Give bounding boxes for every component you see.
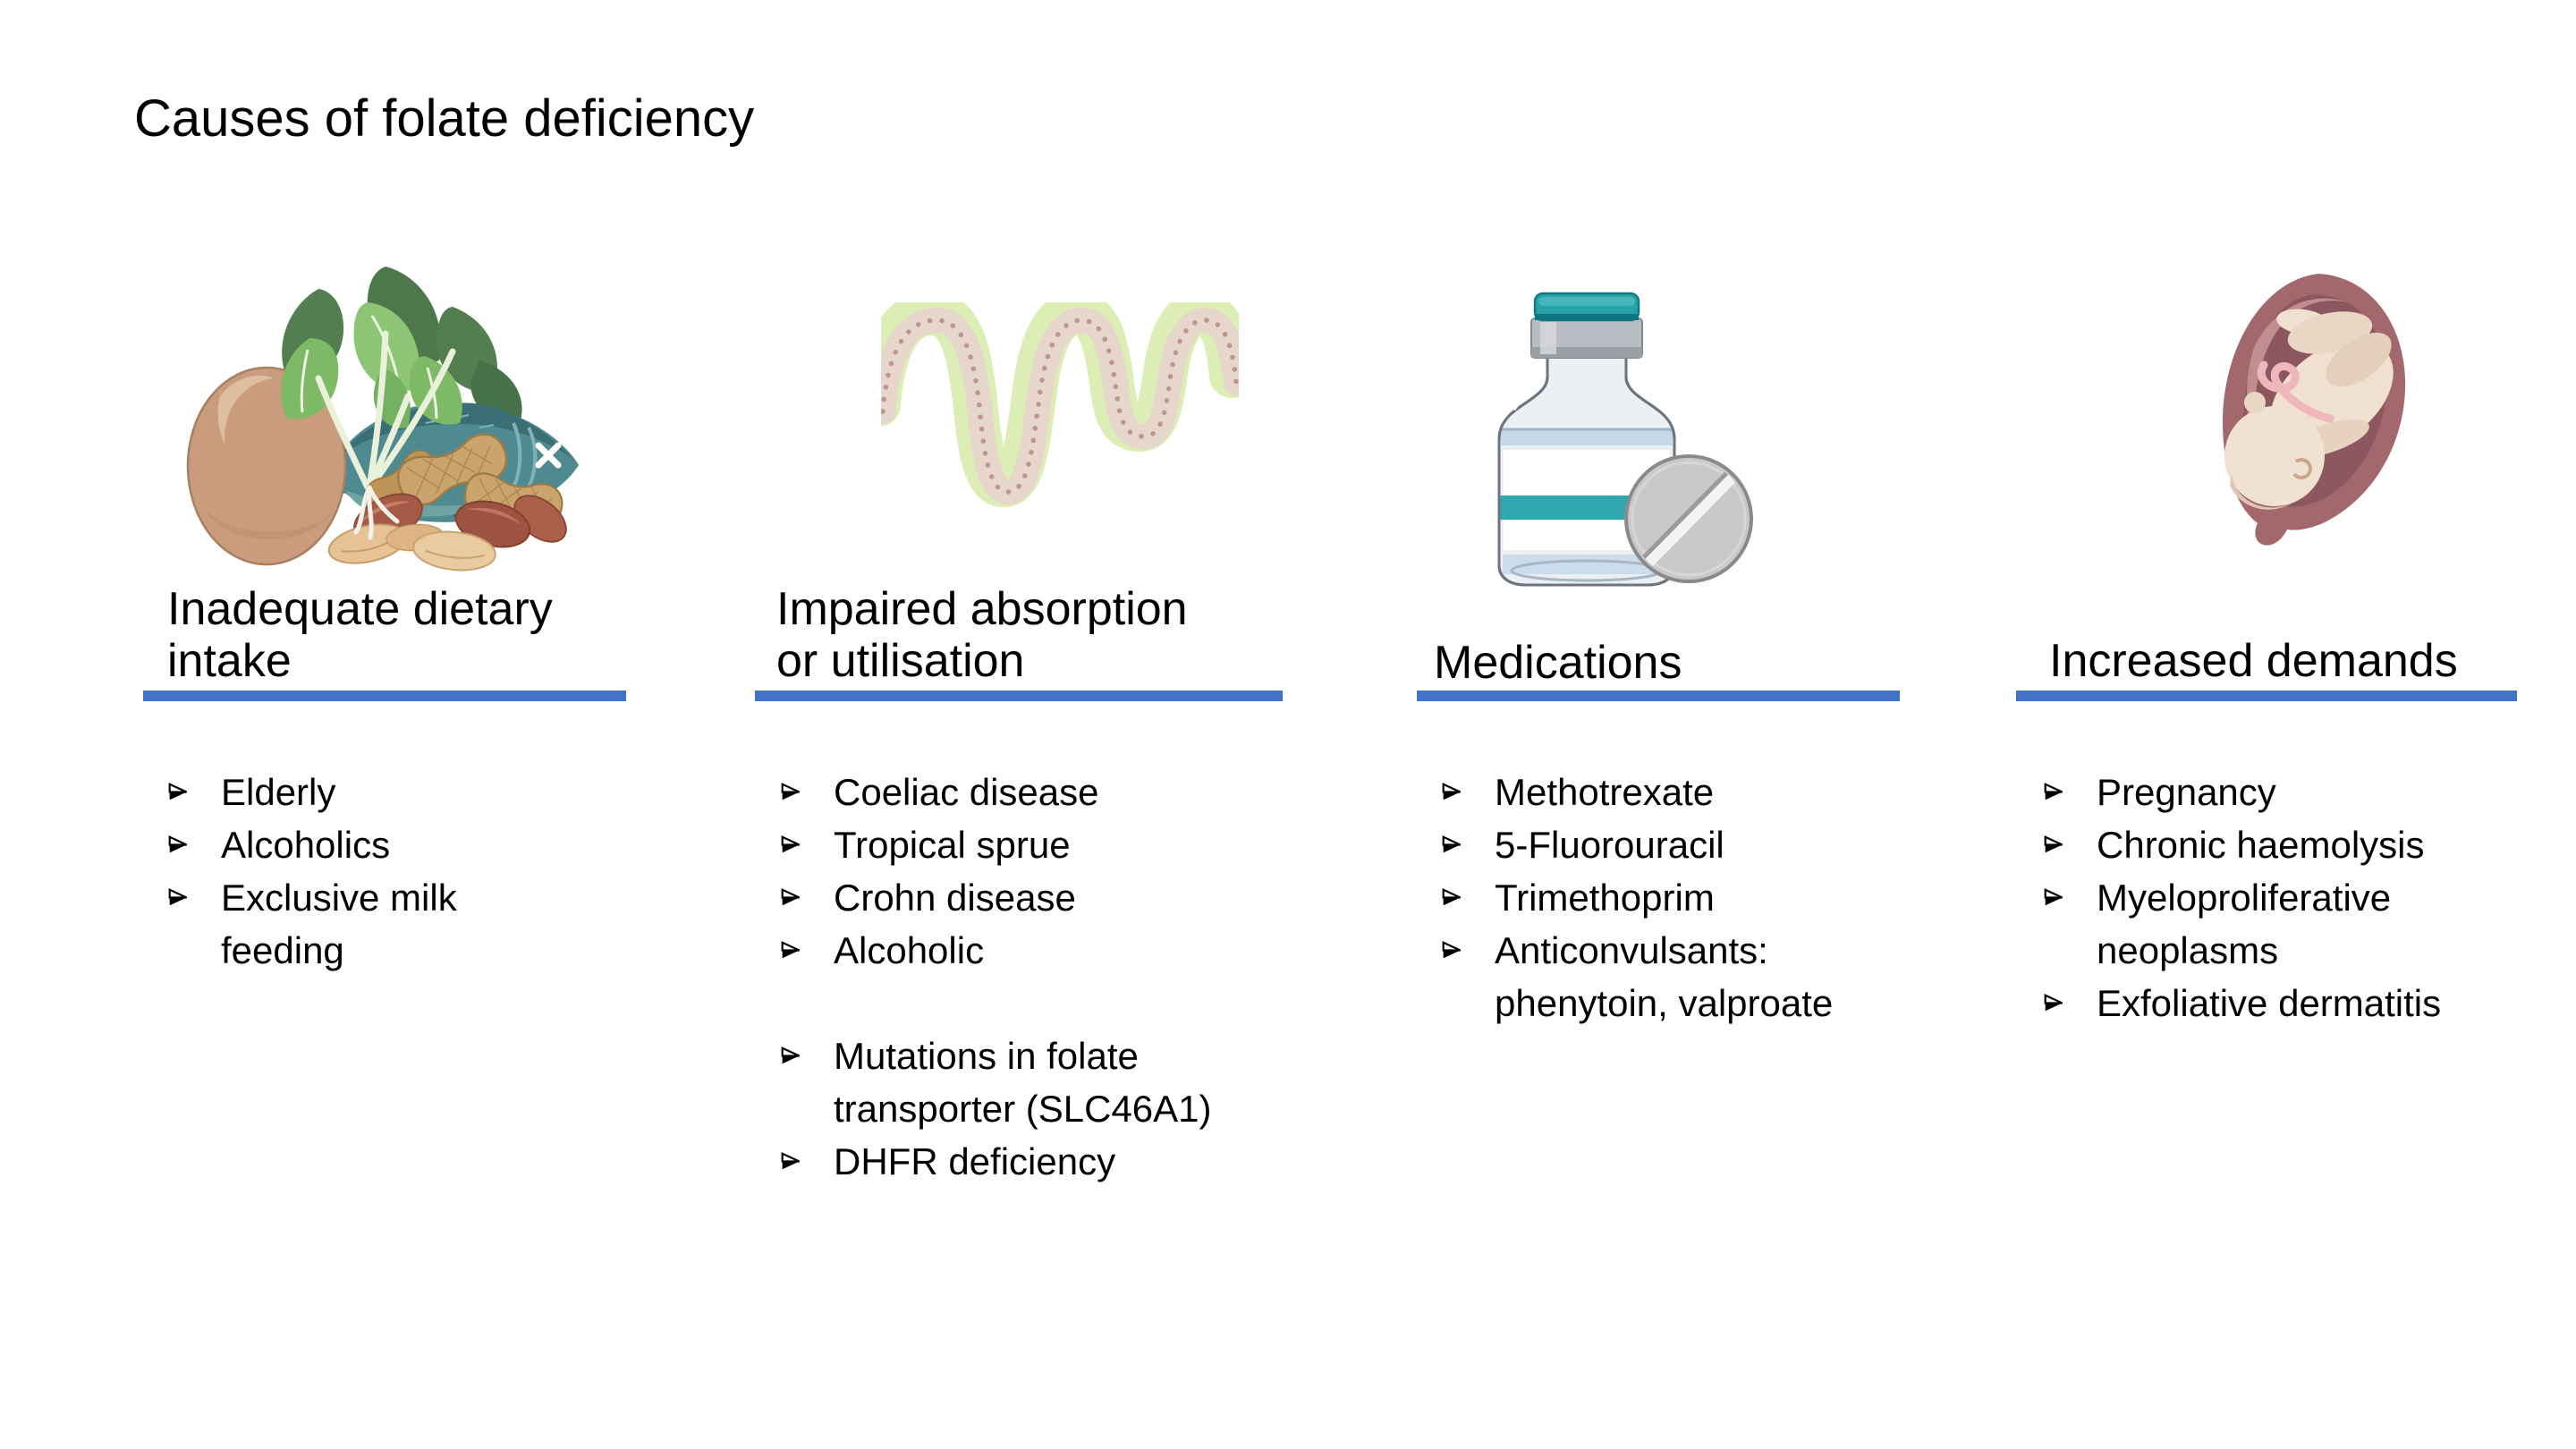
list-item: Mutations in folate transporter (SLC46A1… bbox=[780, 1030, 1245, 1135]
arrow-bullet-icon bbox=[780, 766, 834, 804]
list-item: Myeloproliferative neoplasms bbox=[2043, 871, 2517, 977]
list-item: Tropical sprue bbox=[780, 818, 1245, 871]
list-item-text: Trimethoprim bbox=[1495, 877, 1715, 919]
list-item-text: DHFR deficiency bbox=[834, 1140, 1116, 1182]
arrow-bullet-icon bbox=[1441, 871, 1495, 910]
arrow-bullet-icon bbox=[167, 871, 221, 910]
medication-vial-and-pill-icon bbox=[1497, 292, 1753, 587]
list-item-text: Elderly bbox=[221, 771, 336, 813]
list-item-text: Chronic haemolysis bbox=[2097, 824, 2425, 866]
list-item-text: Methotrexate bbox=[1495, 771, 1715, 813]
list-item-text: Exfoliative dermatitis bbox=[2097, 982, 2442, 1024]
arrow-bullet-icon bbox=[2043, 766, 2097, 804]
arrow-bullet-icon bbox=[1441, 924, 1495, 962]
column-medications: Medications Methotrexate 5-Fluorouracil … bbox=[1417, 0, 1900, 1449]
arrow-bullet-icon bbox=[780, 1030, 834, 1068]
list-item: Pregnancy bbox=[2043, 766, 2517, 818]
column-inadequate-dietary-intake: Inadequate dietary intake Elderly Alcoho… bbox=[143, 0, 626, 1449]
heading-underline bbox=[755, 691, 1283, 701]
list-item-text: Mutations in folate transporter (SLC46A1… bbox=[834, 1035, 1212, 1130]
list-item: Anticonvulsants: phenytoin, valproate bbox=[1441, 924, 1897, 1030]
list-item: Alcoholic bbox=[780, 924, 1245, 977]
list-item-text: Tropical sprue bbox=[834, 824, 1071, 866]
arrow-bullet-icon bbox=[780, 818, 834, 857]
list-item-text: Alcoholics bbox=[221, 824, 391, 866]
bullet-list: Methotrexate 5-Fluorouracil Trimethoprim… bbox=[1441, 766, 1897, 1030]
list-item: Chronic haemolysis bbox=[2043, 818, 2517, 871]
list-item: Elderly bbox=[167, 766, 529, 818]
column-impaired-absorption: Impaired absorption or utilisation Coeli… bbox=[755, 0, 1283, 1449]
bullet-list: Coeliac disease Tropical sprue Crohn dis… bbox=[780, 766, 1245, 1188]
arrow-bullet-icon bbox=[2043, 818, 2097, 857]
page-title: Causes of folate deficiency bbox=[134, 89, 755, 148]
list-item-text: Crohn disease bbox=[834, 877, 1076, 919]
list-item: Alcoholics bbox=[167, 818, 529, 871]
list-item-text: Anticonvulsants: phenytoin, valproate bbox=[1495, 929, 1834, 1024]
list-item: Methotrexate bbox=[1441, 766, 1897, 818]
list-item: Exclusive milk feeding bbox=[167, 871, 529, 977]
bullet-list: Pregnancy Chronic haemolysis Myeloprolif… bbox=[2043, 766, 2517, 1030]
intestine-illustration-icon bbox=[881, 302, 1239, 508]
list-item-text: 5-Fluorouracil bbox=[1495, 824, 1724, 866]
list-item: Coeliac disease bbox=[780, 766, 1245, 818]
list-item-text: Myeloproliferative neoplasms bbox=[2097, 877, 2392, 971]
list-item: 5-Fluorouracil bbox=[1441, 818, 1897, 871]
heading-underline bbox=[1417, 691, 1900, 701]
arrow-bullet-icon bbox=[780, 871, 834, 910]
arrow-bullet-icon bbox=[167, 766, 221, 804]
list-item-text: Exclusive milk feeding bbox=[221, 877, 457, 971]
arrow-bullet-icon bbox=[780, 924, 834, 962]
column-heading: Impaired absorption or utilisation bbox=[776, 583, 1188, 687]
food-illustration-icon bbox=[186, 267, 579, 572]
list-item-text: Pregnancy bbox=[2097, 771, 2276, 813]
list-item: Exfoliative dermatitis bbox=[2043, 977, 2517, 1030]
arrow-bullet-icon bbox=[2043, 871, 2097, 910]
list-item: Crohn disease bbox=[780, 871, 1245, 924]
arrow-bullet-icon bbox=[2043, 977, 2097, 1015]
column-heading: Increased demands bbox=[2049, 635, 2458, 687]
column-increased-demands: Increased demands Pregnancy Chronic haem… bbox=[2016, 0, 2517, 1449]
list-item: DHFR deficiency bbox=[780, 1135, 1245, 1188]
list-item-text: Coeliac disease bbox=[834, 771, 1099, 813]
arrow-bullet-icon bbox=[780, 1135, 834, 1174]
heading-underline bbox=[143, 691, 626, 701]
heading-underline bbox=[2016, 691, 2517, 701]
arrow-bullet-icon bbox=[1441, 818, 1495, 857]
fetus-in-uterus-icon bbox=[2223, 274, 2406, 546]
arrow-bullet-icon bbox=[167, 818, 221, 857]
column-heading: Medications bbox=[1434, 637, 1682, 689]
list-item: Trimethoprim bbox=[1441, 871, 1897, 924]
bullet-list: Elderly Alcoholics Exclusive milk feedin… bbox=[167, 766, 529, 977]
arrow-bullet-icon bbox=[1441, 766, 1495, 804]
list-item-text: Alcoholic bbox=[834, 929, 985, 971]
column-heading: Inadequate dietary intake bbox=[167, 583, 553, 687]
